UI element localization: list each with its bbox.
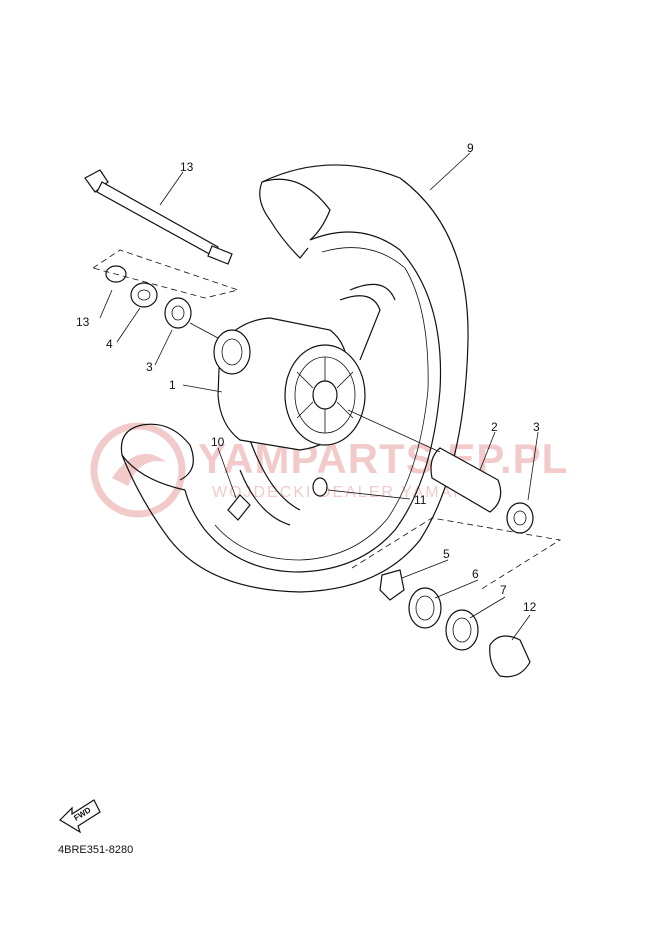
drawing-code: 4BRE351-8280 (58, 844, 133, 856)
callout-13: 13 (76, 315, 90, 329)
small-parts (227, 477, 328, 521)
callout-11: 12 (523, 600, 537, 614)
watermark: YAMPARTS.EP.PL WOJDECKI DEALER YAMAHA (90, 422, 567, 518)
tire (120, 164, 469, 593)
rim (239, 283, 396, 526)
callout-12: 13 (180, 160, 194, 174)
callout-3a: 3 (146, 360, 153, 374)
right-parts (347, 409, 534, 534)
callout-5: 5 (443, 547, 450, 561)
left-parts (92, 249, 240, 339)
callout-6: 6 (472, 567, 479, 581)
leader-lines (99, 152, 539, 641)
callouts: 13 9 13 4 3 1 2 3 10 11 5 6 7 12 (76, 141, 540, 614)
callout-4: 4 (106, 337, 113, 351)
callout-9: 10 (211, 435, 225, 449)
callout-2: 2 (491, 420, 498, 434)
lower-parts (351, 517, 562, 678)
hub (213, 317, 366, 451)
axle-bolt (84, 169, 233, 265)
fwd-arrow-icon: FWD (59, 799, 101, 834)
callout-10: 11 (414, 493, 427, 507)
callout-3b: 3 (533, 420, 540, 434)
callout-7: 7 (500, 583, 507, 597)
watermark-sub-text: WOJDECKI DEALER YAMAHA (212, 484, 479, 501)
callout-8: 9 (467, 141, 474, 155)
callout-1: 1 (169, 378, 176, 392)
